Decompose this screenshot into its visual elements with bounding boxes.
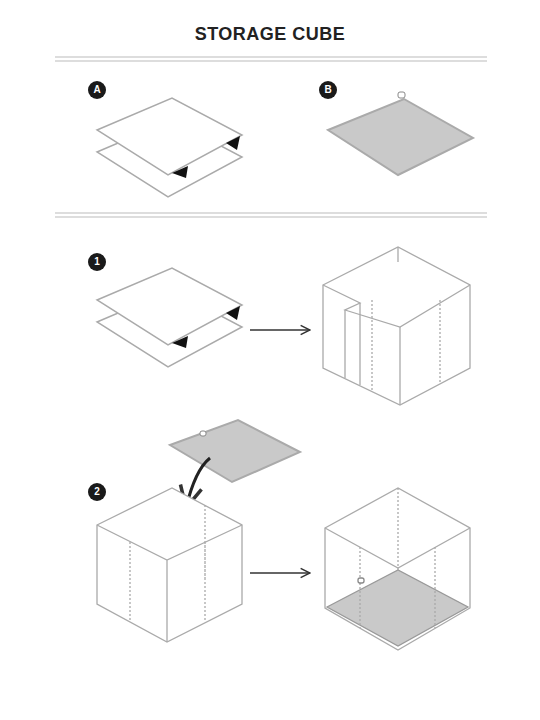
callout-letter: 1 bbox=[88, 253, 106, 271]
finished-cube bbox=[325, 488, 470, 650]
page-title: STORAGE CUBE bbox=[195, 24, 346, 45]
step-arrow bbox=[250, 572, 310, 573]
unfolded-cube bbox=[323, 247, 470, 405]
separator-lines bbox=[55, 57, 487, 217]
callout-letter: B bbox=[319, 81, 337, 99]
step-arrow bbox=[250, 329, 310, 330]
callout-letter: A bbox=[88, 81, 106, 99]
callout-circles bbox=[88, 81, 337, 501]
step2-base bbox=[170, 420, 300, 482]
side-panels bbox=[97, 98, 242, 197]
step1-sheets bbox=[97, 268, 242, 367]
base-board bbox=[328, 92, 473, 175]
open-cube bbox=[97, 488, 242, 642]
callout-letter: 2 bbox=[88, 483, 106, 501]
